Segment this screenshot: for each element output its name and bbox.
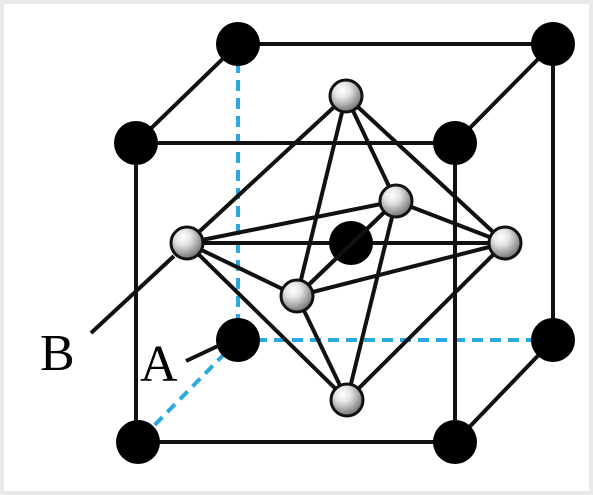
bond (186, 199, 397, 245)
cube-edge (453, 42, 555, 145)
corner-atom (433, 420, 477, 464)
corner-atom (531, 22, 575, 66)
face-atom-front (279, 278, 315, 314)
face-atom-bottom (329, 382, 365, 418)
label-a: A (140, 336, 178, 393)
hidden-edges (136, 44, 553, 444)
bond (185, 241, 349, 402)
bond (296, 241, 506, 298)
bond (344, 94, 507, 245)
corner-atom-a (216, 318, 260, 362)
octahedron-bonds (185, 94, 507, 402)
bond (185, 94, 348, 245)
corner-atom (116, 420, 160, 464)
label-b-leader (89, 254, 176, 335)
corner-atom (433, 121, 477, 165)
face-atom-b (169, 225, 205, 261)
cube-edge (453, 338, 555, 444)
label-b: B (40, 325, 75, 382)
face-atom-right (487, 225, 523, 261)
bond (345, 200, 398, 401)
bond (295, 295, 349, 401)
corner-atoms (114, 22, 575, 464)
face-atoms (169, 78, 523, 418)
bond (295, 95, 348, 297)
corner-atom (531, 318, 575, 362)
label-a-leader (185, 343, 221, 363)
bond (395, 199, 506, 245)
face-atom-top (328, 78, 364, 114)
bond (186, 241, 298, 298)
corner-atom (216, 22, 260, 66)
corner-atom (114, 121, 158, 165)
bond (344, 95, 398, 202)
bond (295, 199, 398, 298)
hidden-edge-diagonal (136, 338, 240, 444)
bond (345, 241, 507, 402)
cube-edge (134, 42, 240, 145)
face-atom-back (378, 183, 414, 219)
